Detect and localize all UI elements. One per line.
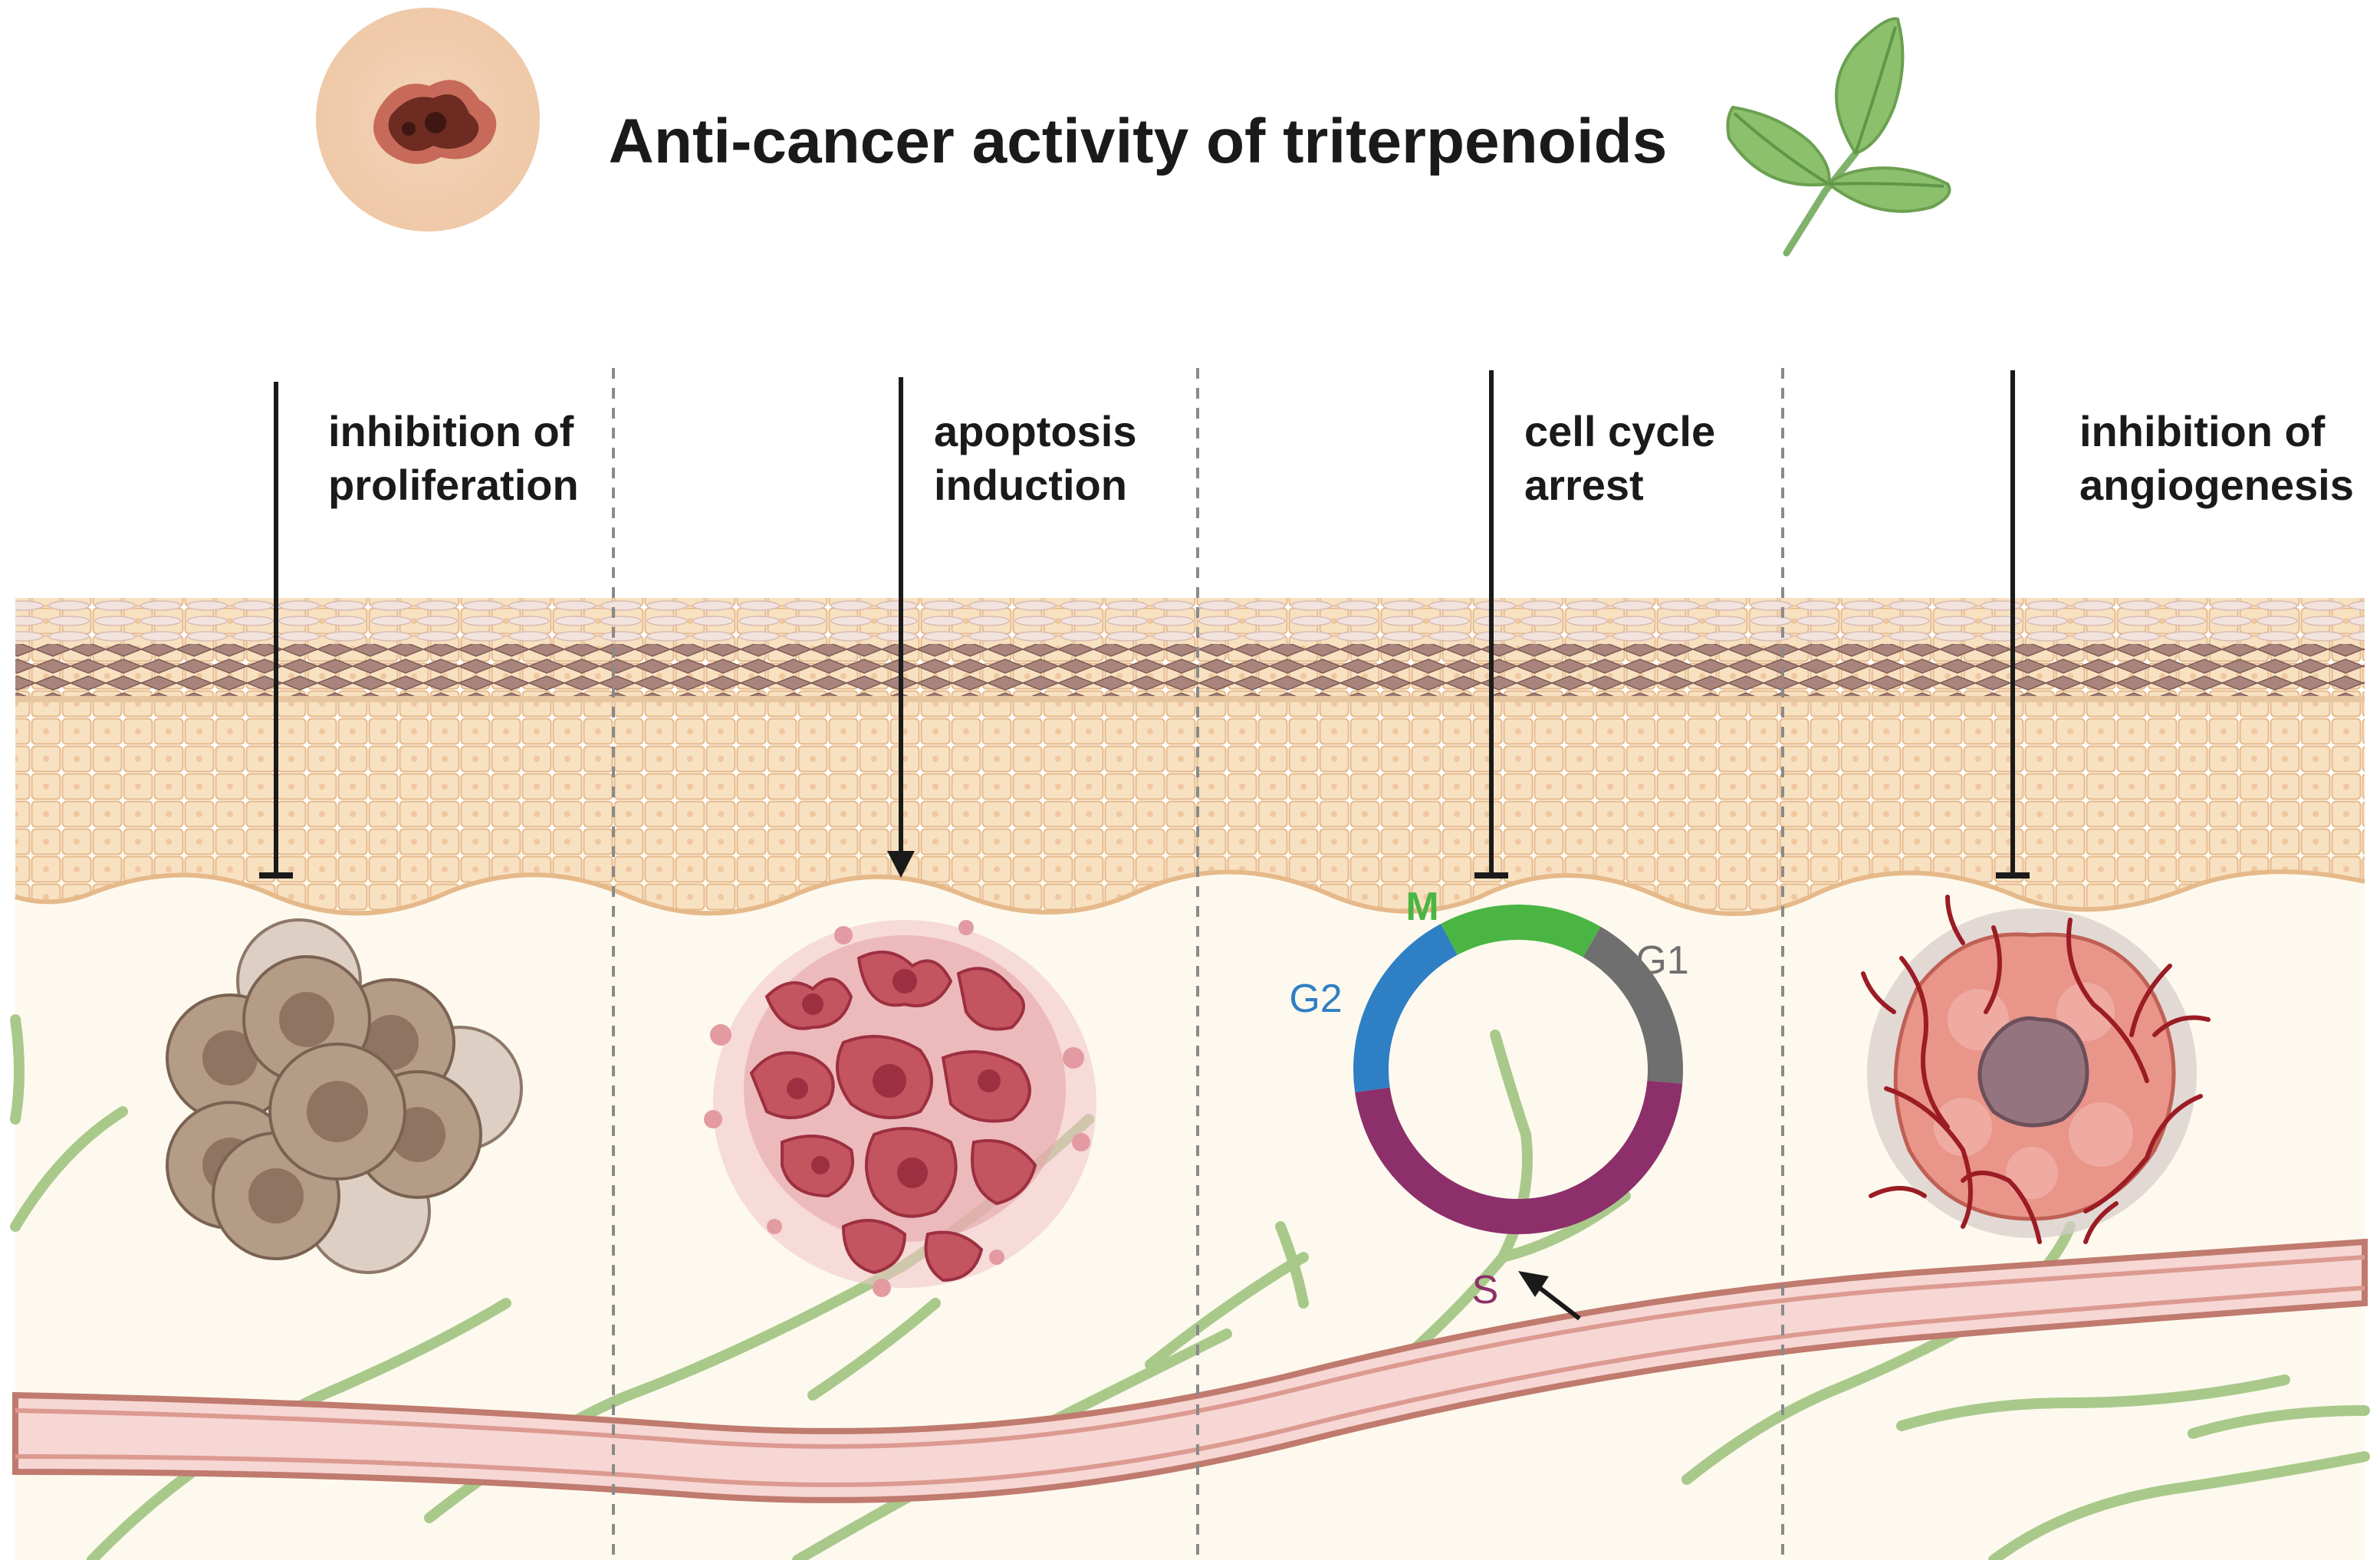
blood-vessel [12, 1238, 2368, 1503]
leaf-icon [1726, 17, 1951, 257]
phase-arc-s [1355, 1080, 1683, 1234]
mechanism-label-line1: cell cycle [1524, 407, 1715, 455]
phase-arc-m [1441, 905, 1601, 957]
tumor-cell-cluster-icon [166, 918, 523, 1274]
cell-cycle-ring-icon [1353, 905, 1683, 1234]
header: Anti-cancer activity of triterpenoids [316, 8, 1951, 257]
diagram-title: Anti-cancer activity of triterpenoids [609, 107, 1668, 176]
basement-membrane [15, 869, 2365, 916]
phase-label-s: S [1472, 1268, 1499, 1312]
mechanism-label-line1: inhibition of [328, 407, 574, 455]
phase-arc-g2 [1353, 924, 1458, 1092]
s-phase-pointer-arrow [1518, 1271, 1581, 1321]
mechanism-panel-proliferation: inhibition of proliferation [166, 382, 579, 1274]
phase-label-m: M [1405, 885, 1438, 929]
mechanism-panel-cell-cycle: cell cycle arrest M G1 S G2 [1289, 370, 1715, 1321]
mechanism-label-line1: inhibition of [2079, 407, 2326, 455]
mechanism-panel-angiogenesis: inhibition of angiogenesis [1861, 370, 2354, 1244]
mechanism-label-line2: angiogenesis [2079, 461, 2354, 509]
mechanism-label-line2: arrest [1524, 461, 1644, 509]
phase-label-g2: G2 [1289, 977, 1342, 1021]
arrow-head [887, 851, 915, 878]
vascularized-tumor-icon [1861, 895, 2211, 1244]
skin-lesion-icon [316, 8, 540, 232]
mechanism-label-line1: apoptosis [934, 407, 1136, 455]
apoptotic-cell-icon [704, 920, 1096, 1297]
mechanism-panel-apoptosis: apoptosis induction [704, 377, 1136, 1297]
phase-label-g1: G1 [1635, 938, 1688, 983]
mechanism-label-line2: proliferation [328, 461, 579, 509]
mechanism-label-line2: induction [934, 461, 1127, 509]
epidermis-layer [15, 598, 2365, 915]
phase-arc-g1 [1583, 926, 1683, 1084]
